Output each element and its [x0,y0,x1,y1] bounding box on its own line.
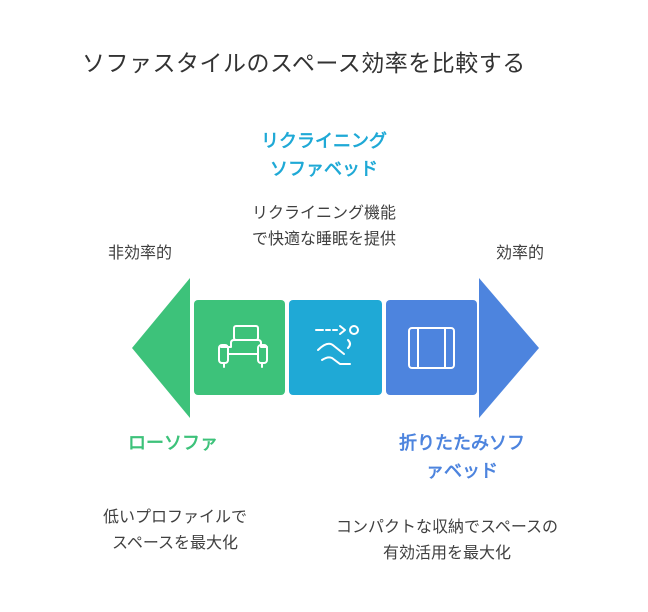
folding-description: コンパクトな収納でスペースの 有効活用を最大化 [302,514,592,566]
folding-description-line-2: 有効活用を最大化 [382,543,511,562]
low-sofa-description: 低いプロファイルで スペースを最大化 [70,504,280,556]
folding-name-line-2: ァベッド [426,461,498,482]
sofa-icon [218,325,268,368]
folding-block [386,300,477,395]
low-sofa-description-line-2: スペースを最大化 [111,533,239,552]
recliner-name-line-2: ソファベッド [270,159,378,180]
left-arrowhead [132,278,190,418]
right-arrowhead [479,278,539,418]
recliner-name: リクライニング ソファベッド [224,128,424,184]
recliner-icon [315,325,359,365]
folding-name: 折りたたみソフ ァベッド [362,430,562,486]
folding-name-line-1: 折りたたみソフ [399,433,525,454]
folding-description-line-1: コンパクトな収納でスペースの [335,517,559,536]
low-sofa-name: ローソファ [128,433,218,454]
axis-right-label: 効率的 [495,243,544,262]
folding-icon [408,327,455,369]
axis-left-label: 非効率的 [107,243,172,262]
recliner-description-line-2: で快適な睡眠を提供 [251,229,396,248]
page-title: ソファスタイルのスペース効率を比較する [82,51,526,77]
recliner-name-line-1: リクライニング [261,131,387,152]
low-sofa-description-line-1: 低いプロファイルで [102,507,247,526]
low-sofa-block [194,300,285,395]
recliner-description: リクライニング機能 で快適な睡眠を提供 [204,200,444,252]
recliner-description-line-1: リクライニング機能 [251,203,396,222]
